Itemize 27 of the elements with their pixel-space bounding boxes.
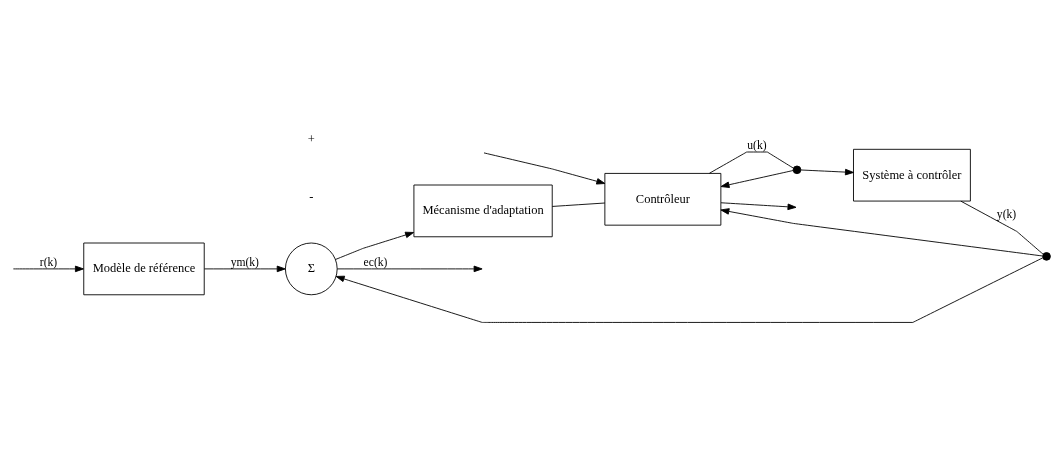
edge-label: y(k) xyxy=(996,207,1017,221)
arrow xyxy=(335,231,414,260)
edge-label: u(k) xyxy=(747,138,767,152)
arrow xyxy=(800,168,854,176)
arrow xyxy=(720,208,1043,257)
node-box: Système à contrôler xyxy=(853,148,971,202)
edge-label: ec(k) xyxy=(363,255,388,269)
edge-label: ym(k) xyxy=(230,255,259,269)
connector xyxy=(960,200,1044,255)
node-circle: Σ xyxy=(284,242,338,296)
arrow xyxy=(483,152,606,185)
node-box: Modèle de référence xyxy=(83,242,205,296)
connector xyxy=(551,202,606,207)
edge-label: r(k) xyxy=(39,255,58,269)
arrow xyxy=(720,170,794,188)
arrow xyxy=(720,202,797,211)
connector xyxy=(708,151,794,174)
label: + xyxy=(307,131,315,146)
arrow xyxy=(203,265,286,273)
label: - xyxy=(309,189,314,204)
arrow xyxy=(335,257,1044,323)
arrow xyxy=(12,265,84,273)
node-dot xyxy=(1042,252,1051,261)
arrow xyxy=(336,265,483,273)
node-box: Contrôleur xyxy=(604,172,722,226)
node-box: Mécanisme d'adaptation xyxy=(413,184,553,238)
node-dot xyxy=(792,165,802,175)
